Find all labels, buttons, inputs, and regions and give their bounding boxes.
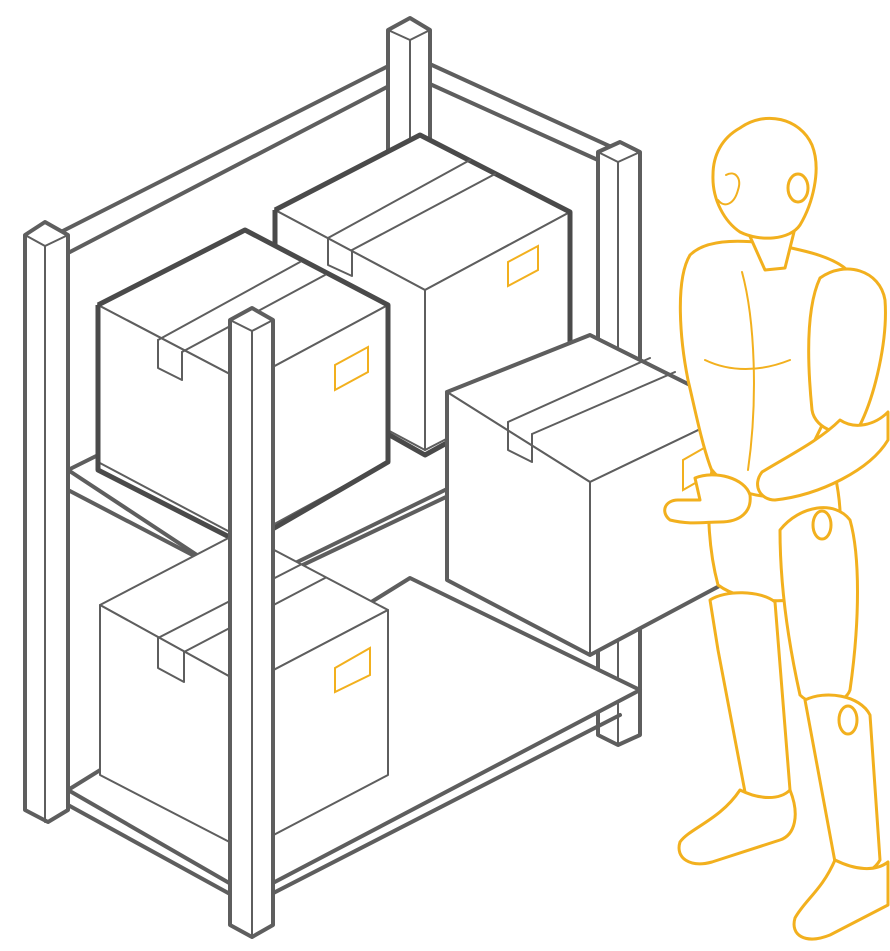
robot-knee-joint xyxy=(837,704,859,736)
robot-shoulder xyxy=(807,267,887,434)
robot-leg-left xyxy=(708,591,792,803)
rack-post-front-middle xyxy=(228,306,275,939)
shipping-label xyxy=(507,244,539,288)
robot-hand xyxy=(663,473,752,525)
cardboard-box-held xyxy=(445,333,742,657)
robot-ear xyxy=(786,172,810,204)
robot-foot-left xyxy=(677,788,797,866)
shipping-label xyxy=(334,646,371,694)
robot-head xyxy=(711,116,818,240)
humanoid-robot xyxy=(663,116,890,941)
rack-post-front-left xyxy=(23,220,70,824)
robot-thigh-right xyxy=(778,506,859,706)
shipping-label xyxy=(334,345,369,392)
robot-knee-joint xyxy=(811,509,833,541)
cardboard-box-top-left xyxy=(95,227,391,548)
robot-foot-right xyxy=(792,858,890,941)
robot-forearm xyxy=(756,410,890,502)
